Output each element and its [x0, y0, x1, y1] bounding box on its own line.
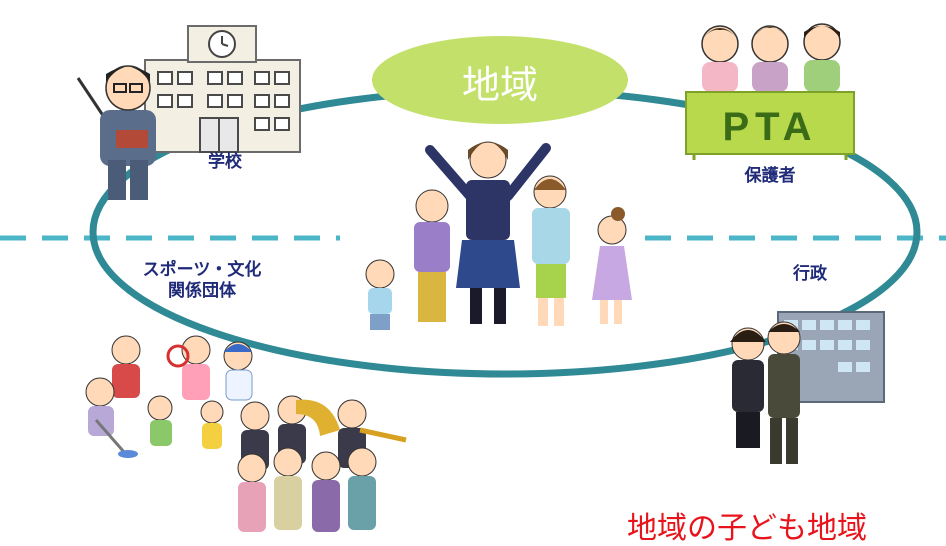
- teacher-illustration: [76, 65, 156, 200]
- sports-culture-label: スポーツ・文化 関係団体: [130, 260, 274, 303]
- parents-illustration: [700, 23, 841, 92]
- sports-culture-label-line2: 関係団体: [168, 281, 236, 302]
- children-illustration: [365, 141, 632, 330]
- government-label: 行政: [793, 264, 827, 284]
- school-illustration: [144, 25, 301, 153]
- center-title: 地域: [461, 62, 538, 107]
- pta-board: [685, 91, 855, 160]
- parents-label: 保護者: [744, 166, 796, 186]
- sports-culture-illustration: [85, 335, 407, 532]
- sports-culture-label-line1: スポーツ・文化: [142, 260, 262, 280]
- center-ellipse: [372, 36, 628, 124]
- footer-caption: 地域の子ども地域: [627, 511, 867, 546]
- school-label: 学校: [208, 152, 242, 172]
- government-illustration: [730, 311, 885, 464]
- pta-sign-text: PTA: [722, 105, 817, 149]
